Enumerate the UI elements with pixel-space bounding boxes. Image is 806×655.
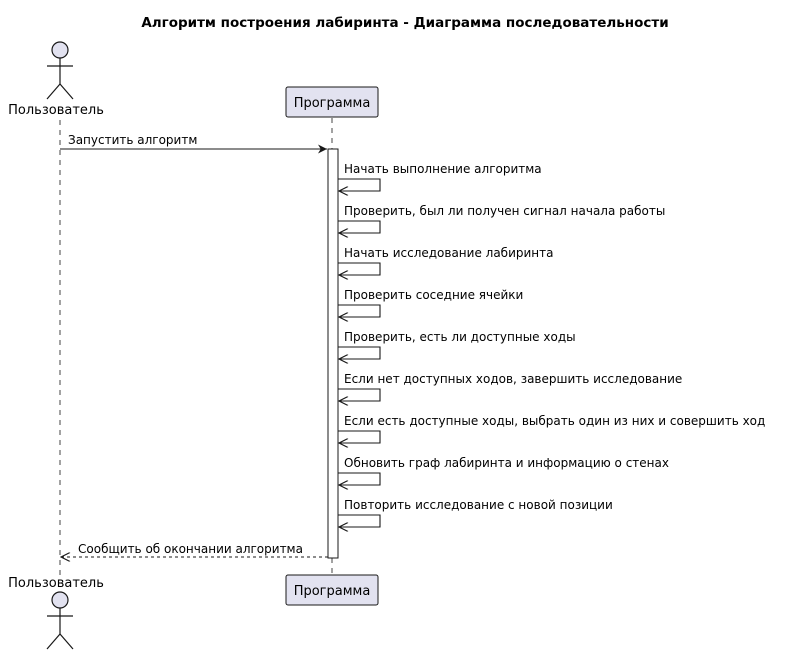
participant-label-program-top: Программа [294,96,371,111]
self-message-arrow [338,178,381,191]
message-label: Проверить соседние ячейки [344,288,523,302]
message-label: Запустить алгоритм [68,133,197,147]
actor-user-bottom [46,591,74,650]
message-label: Обновить граф лабиринта и информацию о с… [344,456,669,470]
message-label: Сообщить об окончании алгоритма [78,542,303,556]
participant-program-bottom [285,574,379,606]
actor-user-top [46,41,74,100]
self-message-arrow [338,346,381,359]
actor-head-icon [51,591,69,609]
message-label: Если нет доступных ходов, завершить иссл… [344,372,682,386]
activation-bar [327,148,339,559]
actor-label-user-bottom: Пользователь [8,576,104,591]
message-label: Начать выполнение алгоритма [344,162,542,176]
self-message-arrow [338,430,381,443]
self-message-arrow [338,304,381,317]
self-message-arrow [338,514,381,527]
message-label: Если есть доступные ходы, выбрать один и… [344,414,765,428]
diagram-title: Алгоритм построения лабиринта - Диаграмм… [141,15,668,31]
actor-head-icon [51,41,69,59]
participant-program-top [285,86,379,118]
participant-label-program-bottom: Программа [294,584,371,599]
actor-label-user-top: Пользователь [8,103,104,118]
message-label: Начать исследование лабиринта [344,246,553,260]
self-message-arrow [338,472,381,485]
message-label: Проверить, был ли получен сигнал начала … [344,204,665,218]
message-label: Проверить, есть ли доступные ходы [344,330,576,344]
self-message-arrow [338,220,381,233]
self-message-arrow [338,262,381,275]
message-label: Повторить исследование с новой позиции [344,498,613,512]
self-message-arrow [338,388,381,401]
